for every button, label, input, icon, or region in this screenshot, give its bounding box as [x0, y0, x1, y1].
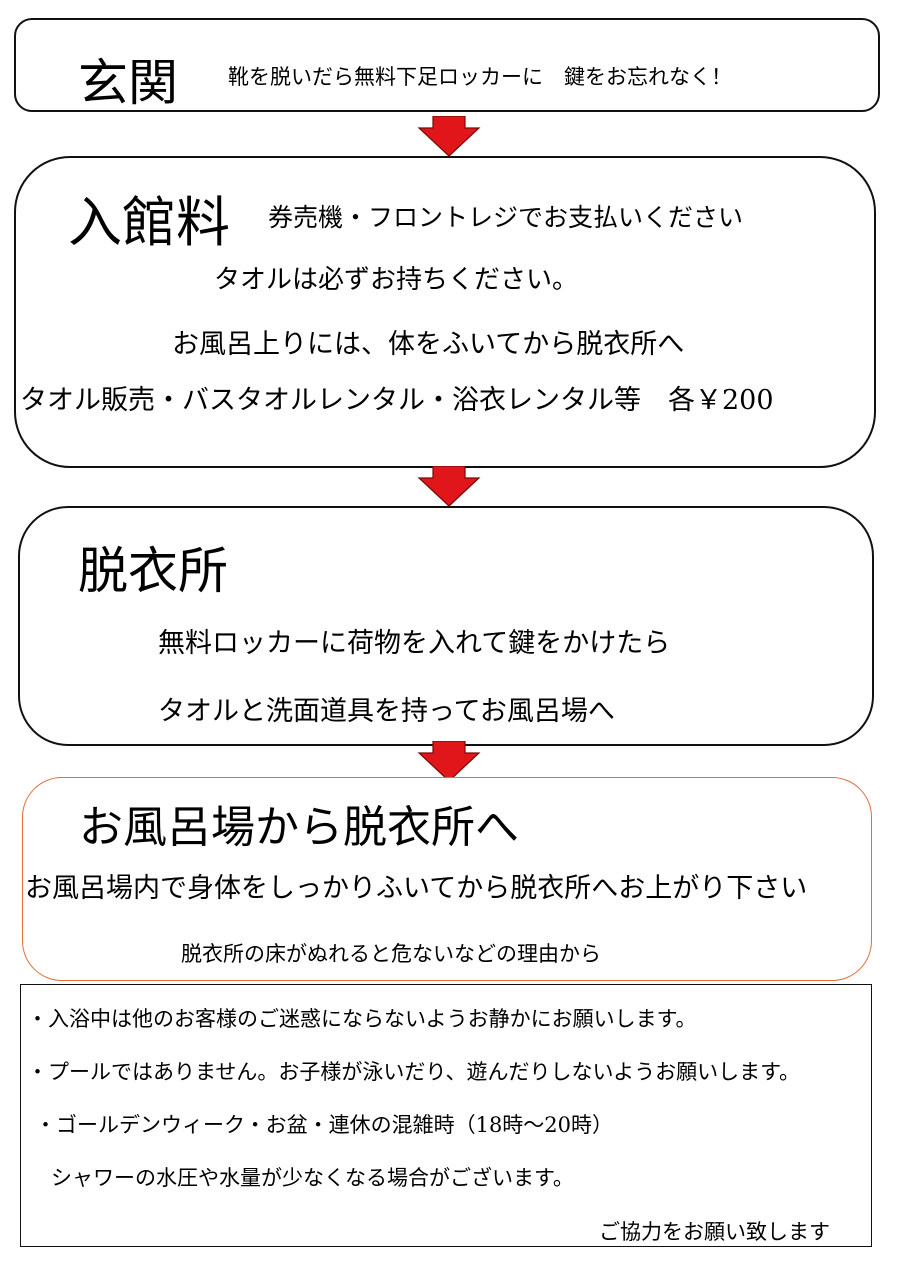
entrance-text: 靴を脱いだら無料下足ロッカーに 鍵をお忘れなく！	[228, 65, 732, 89]
changing-room-towel-text: タオルと洗面道具を持ってお風呂場へ	[158, 696, 615, 727]
entrance-box: 玄関 靴を脱いだら無料下足ロッカーに 鍵をお忘れなく！	[14, 18, 880, 112]
note-shower-text: シャワーの水圧や水量が少なくなる場合がございます。	[51, 1166, 574, 1190]
admission-towel-text: タオルは必ずお持ちください。	[214, 265, 579, 295]
notes-box: ・入浴中は他のお客様のご迷惑にならないようお静かにお願いします。 ・プールではあ…	[20, 984, 872, 1247]
bath-reason-text: 脱衣所の床がぬれると危ないなどの理由から	[181, 942, 601, 966]
bath-to-changing-box: お風呂場から脱衣所へ お風呂場内で身体をしっかりふいてから脱衣所へお上がり下さい…	[22, 777, 872, 981]
note-crowded-text: ・ゴールデンウィーク・お盆・連休の混雑時（18時～20時）	[35, 1113, 614, 1137]
admission-title: 入館料	[68, 191, 230, 254]
admission-box: 入館料 券売機・フロントレジでお支払いください タオルは必ずお持ちください。 お…	[14, 156, 876, 468]
changing-room-title: 脱衣所	[78, 542, 228, 600]
down-arrow-icon	[417, 116, 481, 157]
bath-to-changing-title: お風呂場から脱衣所へ	[79, 802, 519, 853]
note-closing-text: ご協力をお願い致します	[599, 1220, 830, 1244]
changing-room-locker-text: 無料ロッカーに荷物を入れて鍵をかけたら	[158, 628, 671, 659]
entrance-title: 玄関	[78, 54, 178, 112]
down-arrow-icon	[417, 741, 481, 782]
admission-dry-off-text: お風呂上りには、体をふいてから脱衣所へ	[172, 329, 685, 360]
bath-dry-off-text: お風呂場内で身体をしっかりふいてから脱衣所へお上がり下さい	[25, 873, 808, 904]
note-pool-text: ・プールではありません。お子様が泳いだり、遊んだりしないようお願いします。	[27, 1060, 801, 1084]
admission-rental-text: タオル販売・バスタオルレンタル・浴衣レンタル等 各￥200	[20, 385, 774, 416]
note-quiet-text: ・入浴中は他のお客様のご迷惑にならないようお静かにお願いします。	[27, 1007, 697, 1031]
admission-payment-text: 券売機・フロントレジでお支払いください	[268, 203, 744, 232]
down-arrow-icon	[417, 466, 481, 507]
changing-room-box: 脱衣所 無料ロッカーに荷物を入れて鍵をかけたら タオルと洗面道具を持ってお風呂場…	[18, 506, 874, 746]
